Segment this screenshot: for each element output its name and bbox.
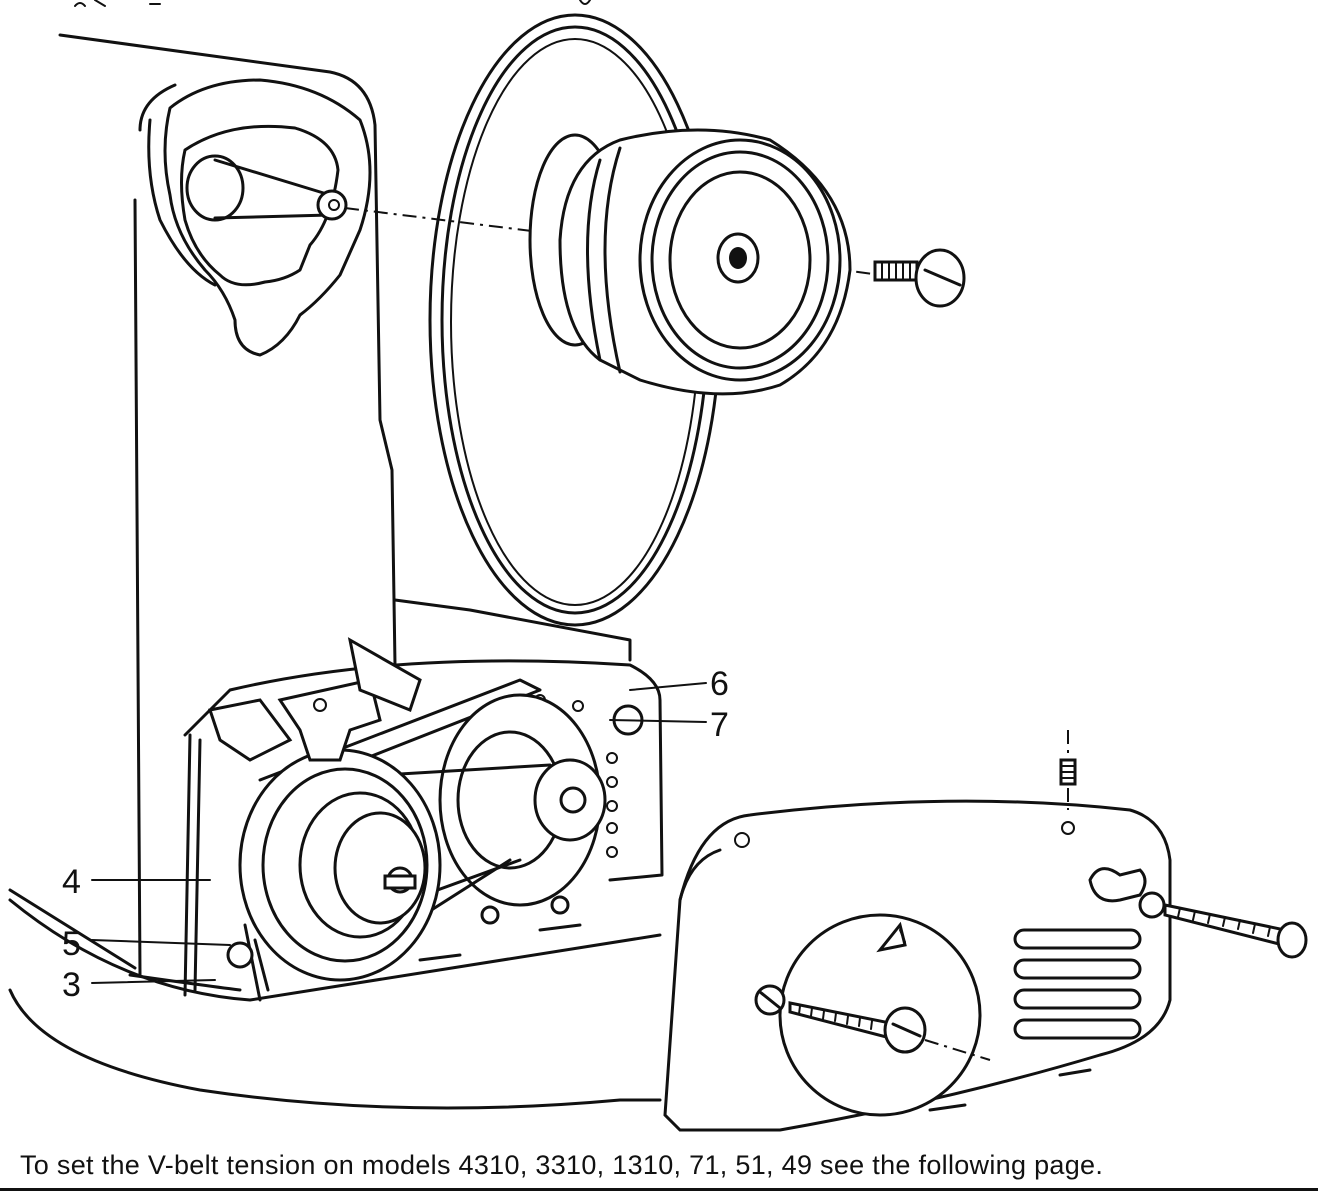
callout-6: 6 <box>710 665 729 703</box>
callout-5: 5 <box>62 925 81 963</box>
belt-guard-cover <box>663 799 1172 1132</box>
caption-underline <box>0 1188 1318 1191</box>
callout-7: 7 <box>710 706 729 744</box>
lower-mechanism <box>208 637 607 1002</box>
cover-screw-front <box>754 984 991 1061</box>
callout-leaders <box>91 682 707 984</box>
top-text-fragment <box>74 0 591 7</box>
callout-4: 4 <box>62 863 81 901</box>
top-small-screw <box>1059 730 1077 810</box>
pulley-screw <box>873 248 966 308</box>
machine-arm <box>8 33 662 1110</box>
callout-3: 3 <box>62 966 81 1004</box>
figure-caption: To set the V-belt tension on models 4310… <box>20 1150 1104 1180</box>
wing-nut-screw <box>1088 867 1308 959</box>
upper-pulley <box>528 128 852 396</box>
handwheel-port <box>147 78 372 357</box>
